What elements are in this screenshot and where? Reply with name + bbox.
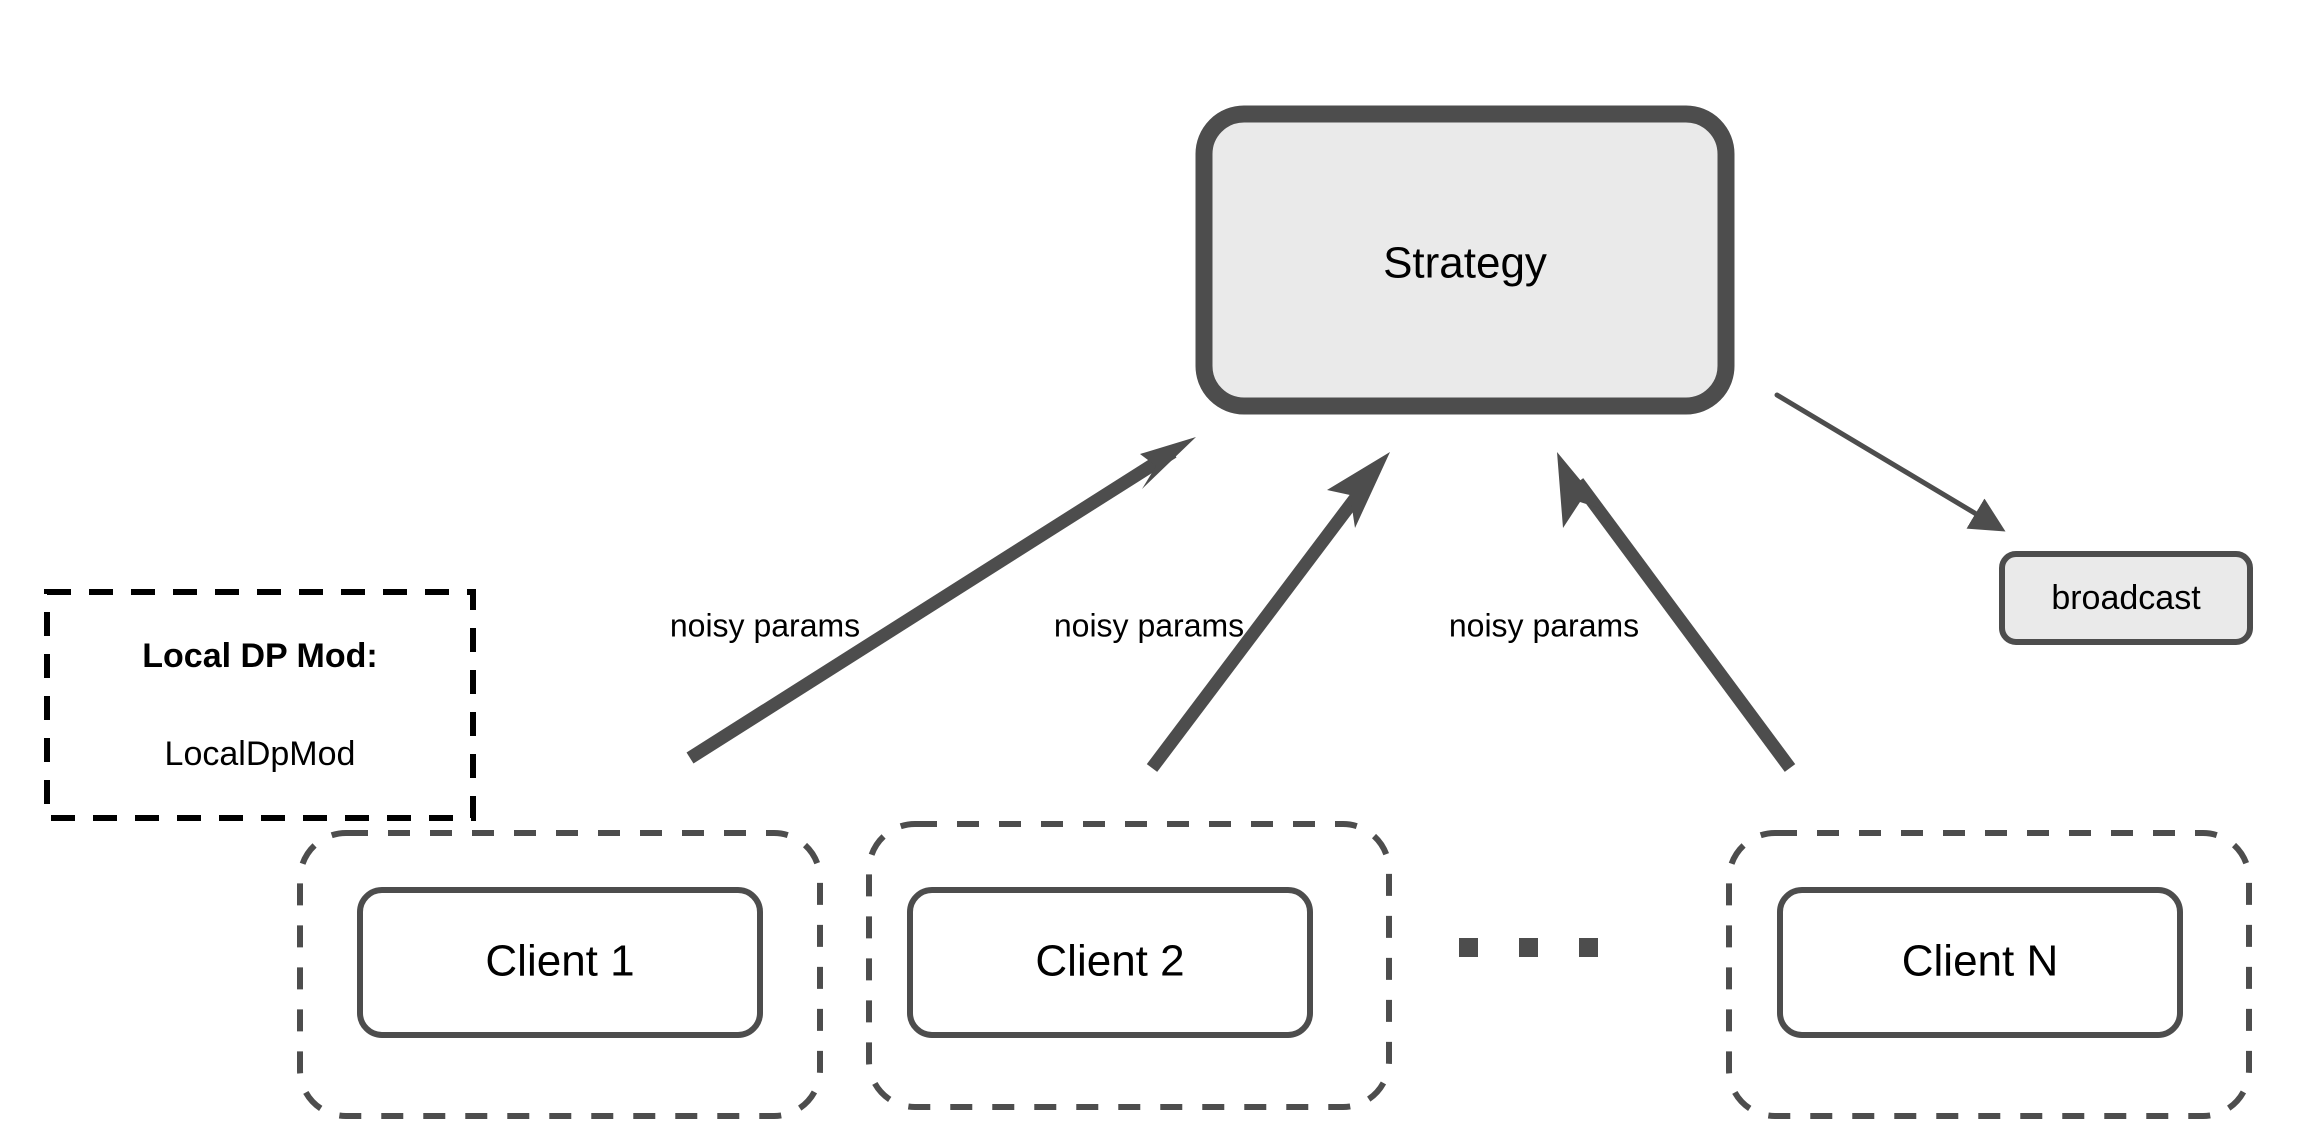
client-2-label: Client 2	[1035, 937, 1184, 986]
broadcast-label: broadcast	[2051, 579, 2201, 617]
client-2-group[interactable]: Client 2	[866, 821, 1392, 1110]
client-1-label: Client 1	[485, 937, 634, 986]
local-dp-mod-title: Local DP Mod:	[142, 637, 378, 675]
strategy-node[interactable]: Strategy	[1195, 105, 1735, 415]
edge-label-client-n: noisy params	[1449, 607, 1639, 643]
ellipsis-dot	[1459, 938, 1478, 957]
ellipsis-dot	[1579, 938, 1598, 957]
local-dp-mod-value: LocalDpMod	[165, 735, 356, 773]
client-2-box[interactable]	[907, 887, 1313, 1038]
edge-label-client-2: noisy params	[1054, 607, 1244, 643]
edge-label-client-1: noisy params	[670, 607, 860, 643]
strategy-label: Strategy	[1383, 239, 1547, 288]
client-1-box[interactable]	[357, 887, 763, 1038]
edge-client-1-to-strategy	[686, 437, 1196, 764]
edge-client-n-to-strategy	[1557, 452, 1796, 772]
client-n-box[interactable]	[1777, 887, 2183, 1038]
broadcast-node[interactable]: broadcast	[1999, 551, 2253, 645]
client-1-group[interactable]: Client 1	[297, 830, 823, 1119]
edge-strategy-to-broadcast	[1774, 392, 2006, 532]
ellipsis-dot	[1519, 938, 1538, 957]
client-n-group[interactable]: Client N	[1726, 830, 2252, 1119]
client-n-label: Client N	[1902, 937, 2059, 986]
local-dp-mod-legend: Local DP Mod: LocalDpMod	[44, 589, 476, 821]
edge-client-2-to-strategy	[1146, 452, 1390, 772]
ellipsis-dots	[1459, 938, 1598, 957]
